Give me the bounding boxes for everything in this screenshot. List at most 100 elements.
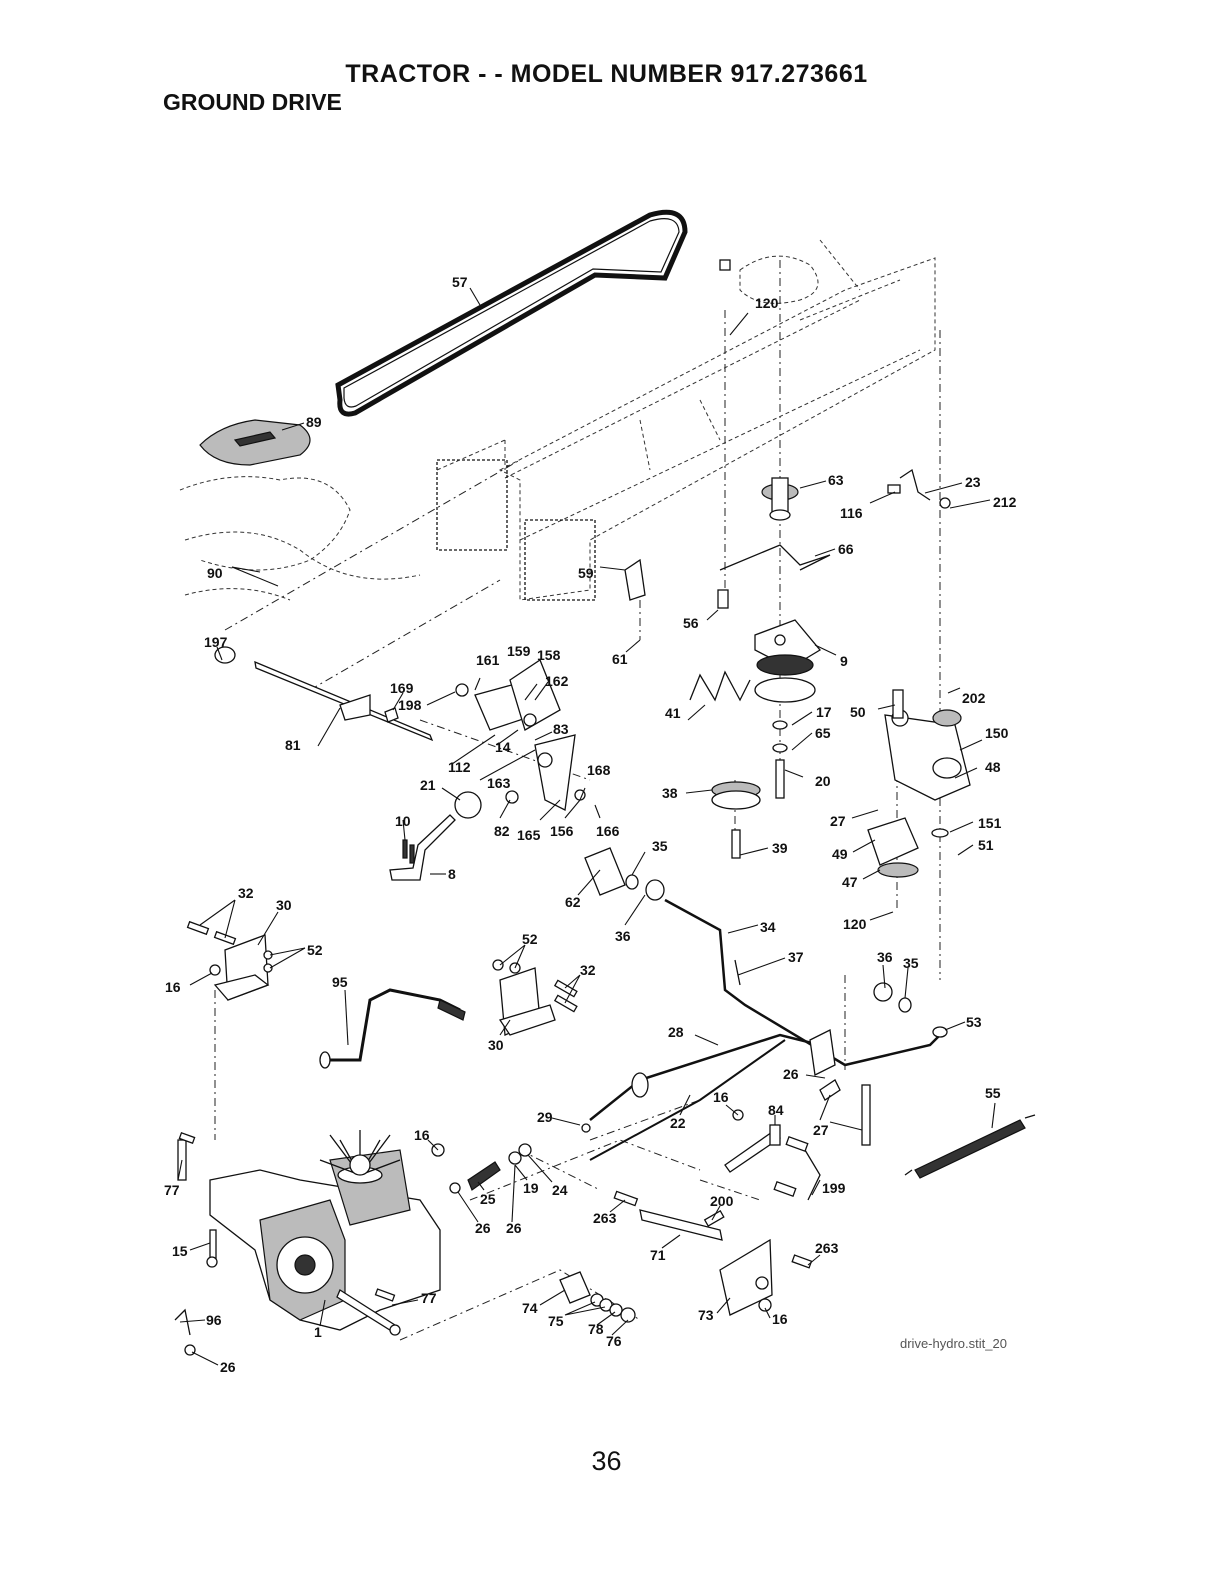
callout-38: 38: [662, 785, 678, 801]
callout-39: 39: [772, 840, 788, 856]
page-number: 36: [591, 1446, 622, 1476]
callout-34: 34: [760, 919, 776, 935]
callout-89: 89: [306, 414, 322, 430]
section-title: GROUND DRIVE: [163, 89, 342, 115]
callout-77: 77: [421, 1290, 437, 1306]
callout-24: 24: [552, 1182, 568, 1198]
callout-165: 165: [517, 827, 541, 843]
callout-84: 84: [768, 1102, 784, 1118]
callout-197: 197: [204, 634, 228, 650]
callout-10: 10: [395, 813, 411, 829]
axle-hardware: [559, 1271, 636, 1323]
shift-slot: [233, 431, 277, 447]
callout-9: 9: [840, 653, 848, 669]
shift-lever: [389, 791, 482, 881]
callout-16: 16: [165, 979, 181, 995]
callout-51: 51: [978, 837, 994, 853]
callout-15: 15: [172, 1243, 188, 1259]
callout-1: 1: [314, 1324, 322, 1340]
callout-49: 49: [832, 846, 848, 862]
callout-112: 112: [448, 759, 471, 775]
callout-65: 65: [815, 725, 831, 741]
idler-arm: [867, 689, 971, 878]
return-spring: [904, 1114, 1036, 1179]
callout-50: 50: [850, 704, 866, 720]
callout-28: 28: [668, 1024, 684, 1040]
callout-47: 47: [842, 874, 858, 890]
callout-48: 48: [985, 759, 1001, 775]
callout-198: 198: [398, 697, 422, 713]
callout-81: 81: [285, 737, 301, 753]
brake-bracket: [613, 1190, 813, 1316]
callout-16: 16: [713, 1089, 729, 1105]
springs-washers: [431, 1143, 532, 1194]
callout-75: 75: [548, 1313, 564, 1329]
callout-32: 32: [238, 885, 254, 901]
callout-161: 161: [476, 652, 500, 668]
control-bracket: [384, 659, 586, 811]
callout-166: 166: [596, 823, 620, 839]
callout-37: 37: [788, 949, 804, 965]
callout-14: 14: [495, 739, 511, 755]
callout-26: 26: [220, 1359, 236, 1375]
callout-30: 30: [276, 897, 292, 913]
callout-8: 8: [448, 866, 456, 882]
callout-21: 21: [420, 777, 436, 793]
callout-168: 168: [587, 762, 611, 778]
callout-162: 162: [545, 673, 569, 689]
fender-outline: [179, 476, 421, 601]
mount-bracket-left: [186, 920, 273, 1001]
callout-169: 169: [390, 680, 414, 696]
callout-116: 116: [840, 505, 863, 521]
callout-263: 263: [593, 1210, 617, 1226]
callout-52: 52: [307, 942, 323, 958]
callout-26: 26: [506, 1220, 522, 1236]
brake-rods: [581, 1033, 821, 1161]
pivot-bracket: [809, 1029, 836, 1076]
brake-link: [724, 1079, 871, 1201]
callout-83: 83: [553, 721, 569, 737]
callout-77: 77: [164, 1182, 180, 1198]
callout-151: 151: [978, 815, 1002, 831]
callout-59: 59: [578, 565, 594, 581]
callout-78: 78: [588, 1321, 604, 1337]
callout-158: 158: [537, 647, 561, 663]
callout-leaders: [177, 287, 996, 1366]
callout-163: 163: [487, 775, 511, 791]
callout-30: 30: [488, 1037, 504, 1053]
callout-263: 263: [815, 1240, 839, 1256]
callout-19: 19: [523, 1180, 539, 1196]
callout-120: 120: [843, 916, 867, 932]
page-title: TRACTOR - - MODEL NUMBER 917.273661: [345, 60, 868, 88]
callout-95: 95: [332, 974, 348, 990]
callout-199: 199: [822, 1180, 846, 1196]
callout-25: 25: [480, 1191, 496, 1207]
callout-27: 27: [830, 813, 846, 829]
callout-63: 63: [828, 472, 844, 488]
bypass-rod: [319, 988, 466, 1069]
callout-17: 17: [816, 704, 832, 720]
callout-96: 96: [206, 1312, 222, 1328]
callout-57: 57: [452, 274, 468, 290]
motion-rod: [584, 847, 948, 1067]
callout-32: 32: [580, 962, 596, 978]
callout-159: 159: [507, 643, 531, 659]
callout-23: 23: [965, 474, 981, 490]
callout-212: 212: [993, 494, 1017, 510]
callout-55: 55: [985, 1085, 1001, 1101]
mount-bracket-center: [492, 959, 578, 1036]
callout-26: 26: [783, 1066, 799, 1082]
callout-61: 61: [612, 651, 628, 667]
pulley-stack: [711, 259, 821, 859]
callout-22: 22: [670, 1115, 686, 1131]
callout-120: 120: [755, 295, 779, 311]
callout-26: 26: [475, 1220, 491, 1236]
callout-74: 74: [522, 1300, 538, 1316]
callout-66: 66: [838, 541, 854, 557]
callout-202: 202: [962, 690, 986, 706]
callout-35: 35: [652, 838, 668, 854]
tension-hook: [624, 558, 646, 601]
callout-20: 20: [815, 773, 831, 789]
callout-156: 156: [550, 823, 574, 839]
